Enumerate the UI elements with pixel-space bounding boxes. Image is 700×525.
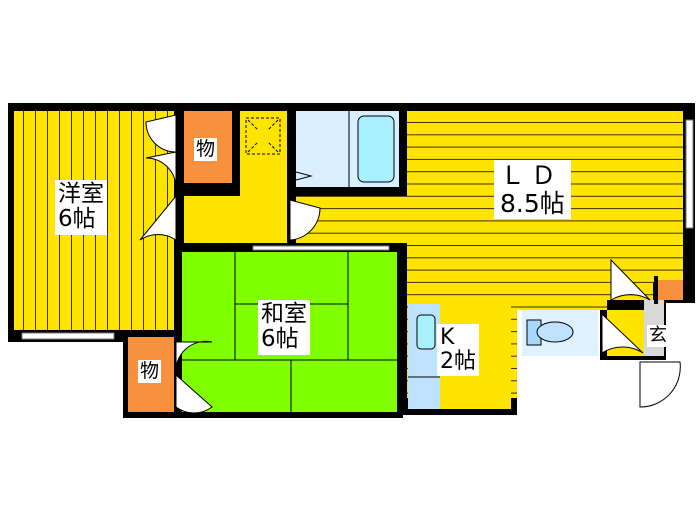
kitchen-label: K 2帖 xyxy=(437,324,479,377)
closet-top-label: 物 xyxy=(194,138,218,161)
living-dining-size: 8.5帖 xyxy=(500,188,565,218)
bathtub-icon xyxy=(357,115,395,183)
shoe-cabinet xyxy=(658,280,683,300)
entrance-label: 玄 xyxy=(647,325,669,347)
living-dining-label: ＬＤ 8.5帖 xyxy=(494,160,571,219)
toilet-icon xyxy=(526,319,574,346)
living-dining-name: ＬＤ xyxy=(500,161,563,190)
japanese-room-size: 6帖 xyxy=(261,326,299,353)
western-room-label: 洋室 6帖 xyxy=(55,180,107,235)
hallway-floor xyxy=(184,111,287,243)
japanese-room-label: 和室 6帖 xyxy=(258,300,310,355)
sink-icon xyxy=(416,314,436,350)
western-room-name: 洋室 xyxy=(58,181,104,207)
kitchen-name: K xyxy=(440,325,455,350)
kitchen-size: 2帖 xyxy=(440,349,476,375)
windows xyxy=(21,119,694,340)
western-room-size: 6帖 xyxy=(58,206,96,233)
ceiling-hatch-icon xyxy=(245,117,281,155)
doors[interactable] xyxy=(139,114,681,414)
japanese-room-name: 和室 xyxy=(261,301,307,327)
living-dining-floor xyxy=(296,111,683,398)
closet-bottom-label: 物 xyxy=(138,360,162,383)
